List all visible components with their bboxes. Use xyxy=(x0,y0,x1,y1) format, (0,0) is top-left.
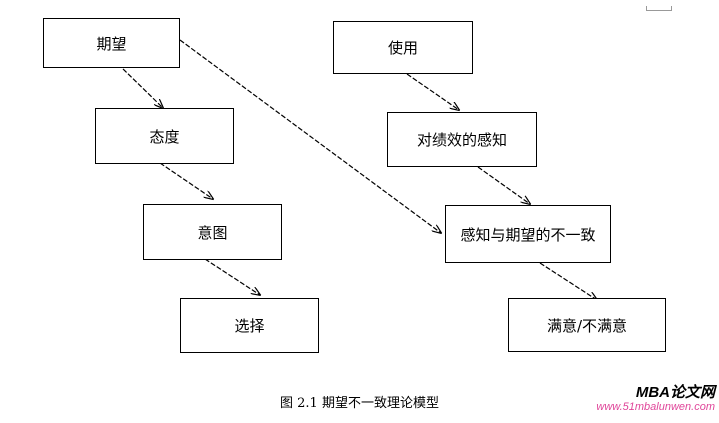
node-attitude: 态度 xyxy=(95,108,234,164)
watermark-url: www.51mbalunwen.com xyxy=(596,401,715,414)
arrow-perception-to-disconfirmation xyxy=(477,166,530,204)
node-choice: 选择 xyxy=(180,298,319,353)
arrow-expectation-to-disconfirmation xyxy=(179,39,441,233)
arrow-disconfirmation-to-satisfaction xyxy=(539,262,597,300)
arrow-attitude-to-intention xyxy=(159,162,213,199)
corner-mark xyxy=(646,6,672,11)
node-intention: 意图 xyxy=(143,204,282,260)
arrow-use-to-perception xyxy=(406,73,459,110)
arrow-intention-to-choice xyxy=(204,258,260,295)
watermark: MBA论文网 www.51mbalunwen.com xyxy=(596,384,715,414)
node-perceived-performance: 对绩效的感知 xyxy=(387,112,537,167)
watermark-brand: MBA论文网 xyxy=(635,384,715,401)
node-disconfirmation: 感知与期望的不一致 xyxy=(445,205,611,263)
arrow-expectation-to-attitude xyxy=(117,63,163,108)
figure-caption: 图 2.1 期望不一致理论模型 xyxy=(280,396,439,411)
node-use: 使用 xyxy=(333,21,473,74)
node-satisfaction: 满意/不满意 xyxy=(508,298,666,352)
node-expectation: 期望 xyxy=(43,18,180,68)
